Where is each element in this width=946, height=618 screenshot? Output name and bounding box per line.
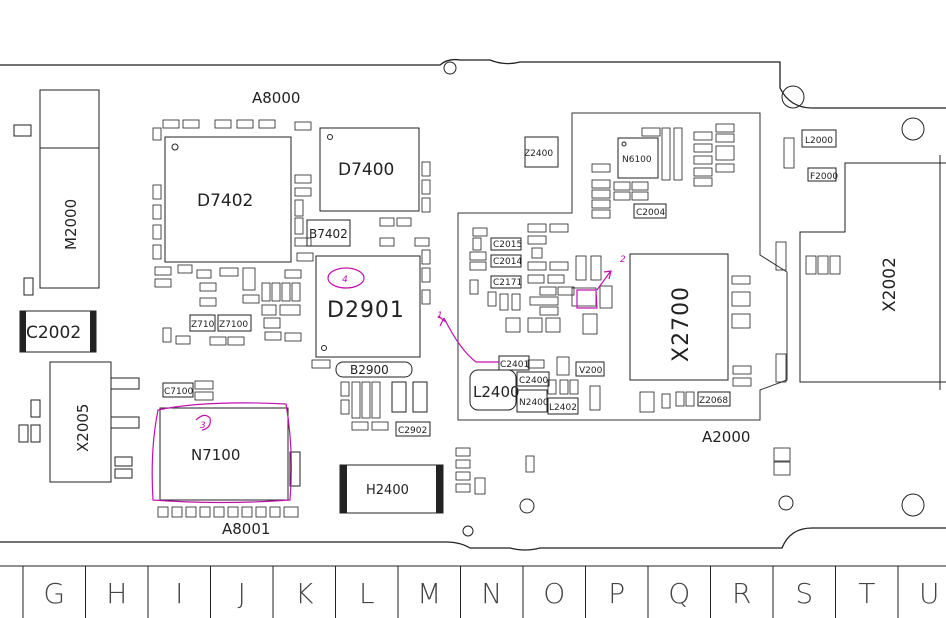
label-n2400: N2400 — [519, 398, 549, 408]
component-b2900 — [335, 361, 413, 378]
label-f2000: F2000 — [810, 172, 838, 182]
grid-column-labels: G H I J K L M N O P Q R S T U — [22, 566, 940, 618]
mount-hole — [443, 61, 457, 75]
mount-hole — [778, 495, 794, 511]
label-l2400: L2400 — [473, 383, 520, 401]
annotation-1: 1 — [437, 311, 443, 321]
component-f2000 — [807, 167, 837, 182]
component-c2902 — [395, 421, 431, 437]
label-h2400: H2400 — [366, 483, 409, 498]
component-c2004 — [633, 203, 667, 219]
grid-label-s: S — [795, 577, 813, 610]
grid-label-i: I — [175, 577, 183, 610]
mount-hole — [901, 117, 925, 141]
label-z2068: Z2068 — [699, 396, 728, 406]
component-l2000 — [801, 129, 837, 148]
grid-label-h: H — [106, 577, 127, 610]
component-d7402 — [164, 136, 292, 263]
label-z710: Z710 — [191, 320, 215, 330]
component-c2401 — [498, 355, 530, 371]
label-m2000: M2000 — [62, 199, 80, 250]
grid-label-u: U — [919, 577, 940, 610]
annotation-4: 4 — [342, 275, 348, 285]
label-c2401: C2401 — [500, 360, 529, 370]
annotation-3: 3 — [200, 421, 206, 431]
label-c2004: C2004 — [636, 208, 665, 218]
grid-label-k: K — [295, 577, 314, 610]
label-b7402: B7402 — [309, 227, 348, 241]
component-c2171 — [490, 275, 522, 289]
mount-hole — [781, 85, 805, 109]
label-x2002: X2002 — [880, 257, 900, 312]
component-c7100 — [162, 382, 194, 398]
label-c2171: C2171 — [493, 278, 522, 288]
region-label-a2000: A2000 — [702, 428, 750, 446]
label-c2400: C2400 — [519, 376, 548, 386]
grid-label-j: J — [238, 577, 246, 610]
grid-label-n: N — [481, 577, 502, 610]
mount-hole — [901, 493, 925, 517]
grid-label-g: G — [43, 577, 65, 610]
passive-components-a8000 — [152, 119, 431, 518]
component-d7400 — [319, 127, 420, 212]
label-x2005: X2005 — [74, 404, 92, 452]
board-outline — [0, 58, 946, 551]
component-z710 — [189, 314, 216, 332]
label-n6100: N6100 — [622, 155, 652, 165]
handwritten-annotations — [151, 267, 612, 504]
component-c2015 — [490, 237, 522, 251]
grid-label-r: R — [732, 577, 751, 610]
grid-label-q: Q — [668, 577, 690, 610]
mount-hole — [519, 498, 535, 514]
annotation-2: 2 — [620, 255, 626, 265]
label-d7402: D7402 — [197, 191, 253, 211]
component-l2402 — [547, 397, 579, 415]
label-n7100: N7100 — [191, 446, 240, 464]
region-label-a8001: A8001 — [222, 520, 270, 538]
label-d7400: D7400 — [338, 160, 394, 180]
component-z7100 — [217, 314, 252, 332]
label-c7100: C7100 — [164, 387, 193, 397]
component-x2700 — [629, 253, 729, 381]
component-v200 — [575, 361, 605, 377]
label-b2900: B2900 — [350, 363, 389, 377]
label-c2014: C2014 — [493, 257, 522, 267]
grid-label-m: M — [417, 577, 441, 610]
label-c2015: C2015 — [493, 240, 522, 250]
region-label-a8000: A8000 — [252, 89, 300, 107]
component-n2400 — [516, 389, 548, 413]
label-z2400: Z2400 — [524, 149, 553, 159]
component-d2901 — [315, 255, 421, 358]
component-b7402 — [306, 219, 351, 247]
component-z2400 — [524, 136, 559, 168]
label-c2002: C2002 — [26, 323, 81, 343]
grid-label-t: T — [858, 577, 875, 610]
label-z7100: Z7100 — [219, 320, 248, 330]
component-l2400 — [469, 369, 517, 411]
label-v200: V200 — [579, 366, 603, 376]
mount-hole — [462, 525, 474, 537]
region-a2000-outline — [457, 112, 788, 421]
label-x2700: X2700 — [669, 286, 694, 362]
component-n7100 — [159, 407, 289, 501]
grid-label-l: L — [359, 577, 375, 610]
component-x2002 — [799, 162, 946, 383]
grid-label-o: O — [543, 577, 565, 610]
grid-label-p: P — [608, 577, 625, 610]
component-c2014 — [490, 254, 522, 268]
component-m2000 — [39, 89, 100, 289]
label-c2902: C2902 — [398, 426, 427, 436]
label-d2901: D2901 — [327, 298, 405, 323]
component-z2068 — [697, 391, 731, 407]
component-c2400 — [516, 371, 550, 387]
label-l2402: L2402 — [549, 403, 577, 413]
component-n6100 — [617, 137, 659, 179]
label-l2000: L2000 — [805, 136, 833, 146]
passive-components-a2000 — [455, 123, 841, 495]
